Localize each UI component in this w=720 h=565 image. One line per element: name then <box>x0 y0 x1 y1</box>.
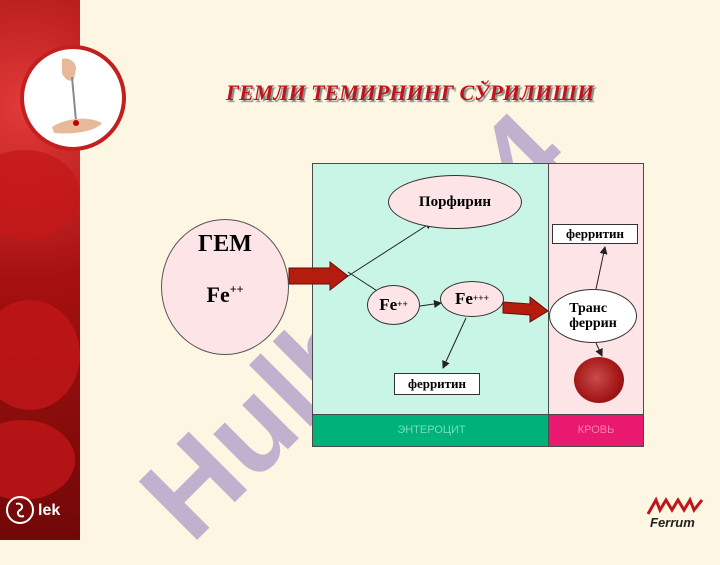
transferrin-line2: феррин <box>569 316 617 331</box>
transferrin-line1: Транс <box>569 300 608 316</box>
arrow-to-ferritin-blood <box>595 246 608 290</box>
lek-logo-icon <box>6 496 34 524</box>
heme-circle <box>161 219 289 355</box>
gem-entry-arrow <box>288 260 349 292</box>
enterocyte-label-bar: ЭНТЕРОЦИТ <box>312 414 551 447</box>
ferrum-logo-text: Ferrum <box>650 515 695 530</box>
enterocyte-label: ЭНТЕРОЦИТ <box>397 424 466 436</box>
arrow-to-porphyrin <box>344 221 433 279</box>
red-cell-decoration <box>0 300 80 410</box>
arrow-to-red-cell <box>595 342 603 357</box>
heme-fe-label: Fe++ <box>206 282 244 307</box>
diagram-connectors <box>288 221 608 369</box>
page-title: ГЕМЛИ ТЕМИРНИНГ СЎРИЛИШИ <box>225 80 595 105</box>
blood-label: КРОВЬ <box>577 424 615 436</box>
blood-label-bar: КРОВЬ <box>548 414 644 447</box>
arrow-to-ferritin-cell <box>442 317 467 369</box>
fe-to-transferrin-arrow <box>502 295 549 323</box>
hand-with-pipette-icon <box>52 58 102 134</box>
ferrum-logo-icon <box>646 496 704 515</box>
hand-photo-circle <box>20 45 126 151</box>
ferritin-blood-box: ферритин <box>552 224 638 244</box>
lek-logo-text: lek <box>38 502 61 519</box>
porphyrin-node: Порфирин <box>388 175 522 229</box>
red-blood-cell-icon <box>574 357 624 403</box>
fe3-node: Fe+++ <box>440 281 504 317</box>
ferritin-cell-box: ферритин <box>394 373 480 395</box>
heme-label: ГЕМ <box>198 231 252 257</box>
fe2-node: Fe++ <box>367 285 420 325</box>
arrow-fe2-to-fe3 <box>419 300 442 308</box>
